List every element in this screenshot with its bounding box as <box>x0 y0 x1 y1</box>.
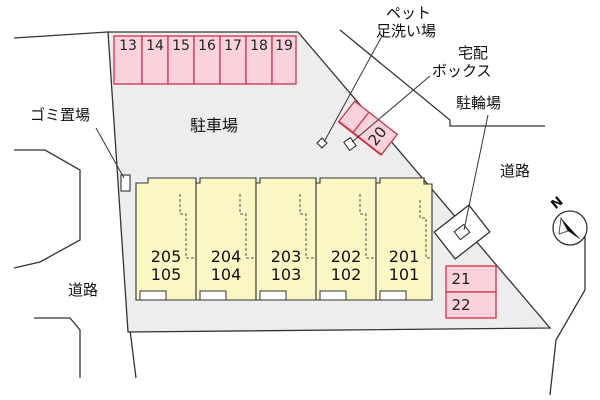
parking-space-15 <box>167 35 195 85</box>
road-edge-left-upper <box>13 149 81 269</box>
parking-num-22: 22 <box>451 296 471 314</box>
parking-space-22 <box>445 291 497 319</box>
parking-row-top <box>113 35 297 85</box>
parking-lot-label: 駐車場 <box>190 116 239 135</box>
parking-space-17 <box>219 35 247 85</box>
garbage-label: ゴミ置場 <box>30 106 91 124</box>
bicycle-parking <box>433 204 491 260</box>
leader-lines <box>95 35 489 231</box>
parking-num-18: 18 <box>250 38 268 54</box>
pet-wash-label-line1: ペット <box>386 4 432 22</box>
garbage-box <box>120 174 131 192</box>
unit-label-202-102: 202 102 <box>325 248 367 283</box>
road-label-right: 道路 <box>500 162 531 180</box>
apartment-building <box>135 177 433 301</box>
delivery-box-label-line1: 宅配 <box>458 44 489 62</box>
parking-num-14: 14 <box>146 38 164 54</box>
parking-num-15: 15 <box>172 38 190 54</box>
unit-lower: 101 <box>388 264 420 284</box>
leader-pet-wash <box>323 35 383 143</box>
road-edge-top-right <box>339 29 545 127</box>
unit-block-201 <box>375 177 433 301</box>
unit-lower: 102 <box>330 264 362 284</box>
unit-label-203-103: 203 103 <box>265 248 307 283</box>
parking-space-19 <box>271 35 297 85</box>
delivery-box-label-line2: ボックス <box>432 62 492 80</box>
north-compass <box>552 210 588 246</box>
road-edge-bottom <box>129 329 137 379</box>
unit-label-205-105: 205 105 <box>145 248 187 283</box>
interior-partitions <box>179 194 432 259</box>
unit-upper: 204 <box>210 247 242 266</box>
parking-space-14 <box>141 35 169 85</box>
unit-upper: 201 <box>388 247 420 266</box>
leader-garbage <box>95 127 125 179</box>
parking-num-21: 21 <box>451 270 471 288</box>
road-label-left: 道路 <box>68 281 99 299</box>
unit-upper: 203 <box>270 247 302 266</box>
entrance-porches <box>139 290 407 301</box>
unit-upper: 205 <box>150 247 182 266</box>
unit-lower: 104 <box>210 264 242 284</box>
bicycle-parking-label: 駐輪場 <box>456 94 502 112</box>
parking-space-13 <box>113 35 143 85</box>
unit-label-201-101: 201 101 <box>383 248 425 283</box>
parking-num-16: 16 <box>198 38 216 54</box>
parking-num-13: 13 <box>119 38 137 54</box>
parking-space-21 <box>445 265 497 293</box>
parking-num-19: 19 <box>275 38 293 54</box>
unit-lower: 103 <box>270 264 302 284</box>
unit-upper: 202 <box>330 247 362 266</box>
unit-lower: 105 <box>150 264 182 284</box>
road-lines <box>13 29 586 396</box>
road-edge-top-left <box>13 31 109 39</box>
delivery-box-marker <box>343 136 357 152</box>
road-edge-left-lower <box>34 317 81 378</box>
leader-delivery-box <box>351 75 431 143</box>
pet-wash-label-line2: 足洗い場 <box>376 22 437 40</box>
leader-bicycle <box>463 114 489 231</box>
road-edge-right <box>549 225 586 396</box>
parking-num-17: 17 <box>224 38 242 54</box>
unit-label-204-104: 204 104 <box>205 248 247 283</box>
